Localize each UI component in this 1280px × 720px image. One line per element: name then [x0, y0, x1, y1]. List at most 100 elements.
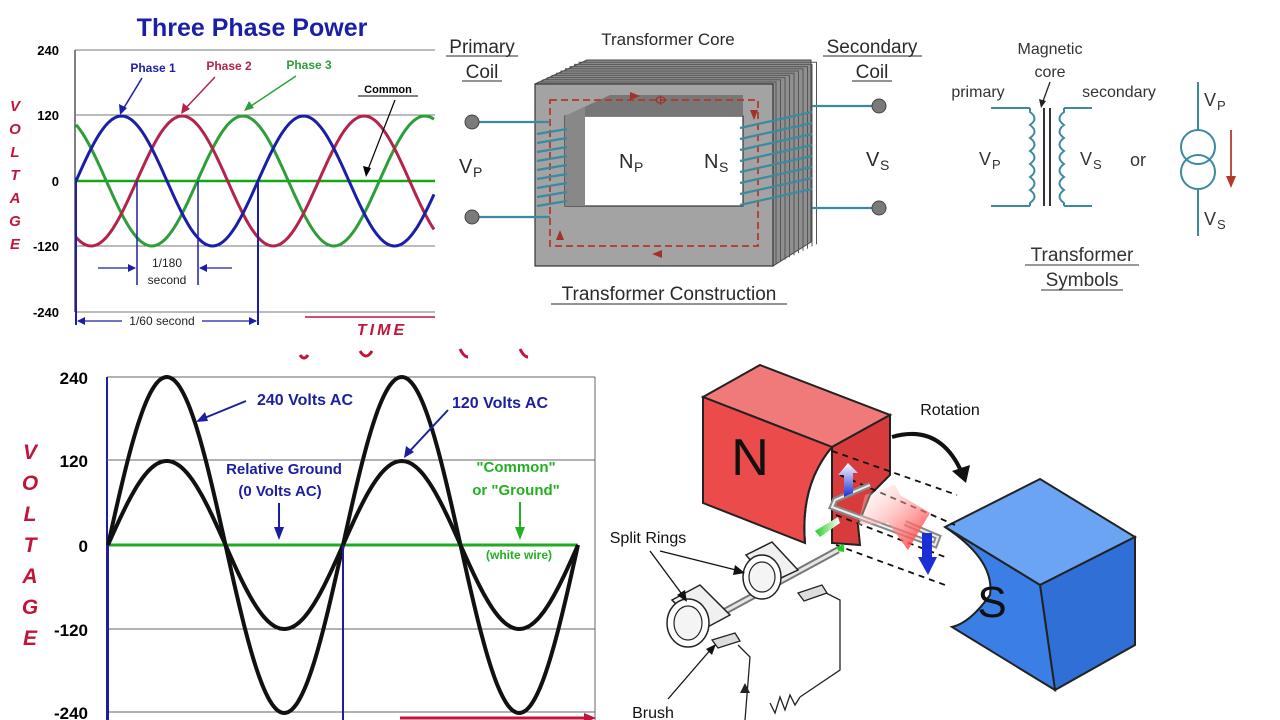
symbol-vs-sub: S — [1093, 157, 1102, 172]
transformer-symbols-caption-2: Symbols — [1046, 270, 1119, 291]
alt-vs-sub: S — [1217, 217, 1226, 232]
secondary-coil-label-1: Secondary — [827, 37, 918, 58]
circuit-wire-right — [799, 592, 841, 698]
vp-sub: P — [473, 164, 482, 180]
rotation-arrow — [891, 431, 964, 474]
secondary-winding-symbol — [1058, 108, 1066, 206]
split-phase-chart: 240 120 0 -120 -240 240 Volts AC 120 Vol… — [54, 348, 596, 720]
split-ylabel-letter: A — [22, 565, 38, 588]
secondary-label: secondary — [1082, 84, 1156, 101]
transformer-core-label: Transformer Core — [601, 30, 735, 49]
flux-symbol: Φ — [655, 92, 666, 108]
split-ylabel-letter: V — [22, 441, 37, 464]
transformer-core-laminations — [534, 59, 817, 267]
circuit-arrowhead — [740, 683, 750, 693]
secondary-winding-turn — [739, 165, 813, 185]
core-lamination — [569, 66, 808, 249]
secondary-terminal-top — [871, 98, 887, 114]
resistor — [769, 693, 801, 715]
split-rings-label: Split Rings — [610, 530, 686, 547]
phase-1-arrow — [121, 77, 143, 112]
alt-vs-label: V S — [1204, 209, 1226, 232]
symbol-vp-label: V P — [979, 149, 1001, 172]
secondary-winding-turn — [739, 110, 813, 130]
symbol-vp-sub: P — [992, 157, 1001, 172]
label-240-volts: 240 Volts AC — [257, 392, 353, 409]
vs-sub: S — [880, 157, 889, 173]
armature-loop-highlight — [830, 484, 940, 547]
phase-2-curve — [74, 114, 436, 248]
interval-60-left-arrowhead — [77, 317, 85, 325]
dc-generator-diagram: N S Rotation — [600, 345, 1280, 720]
core-lamination — [542, 79, 781, 262]
brush-pointer-head — [706, 644, 716, 655]
common-ground-label-1: "Common" — [476, 459, 555, 476]
split-ytick-240: 240 — [60, 369, 88, 388]
arrow-120-volts — [407, 409, 449, 454]
core-lamination — [574, 63, 813, 247]
vs-main: V — [866, 149, 880, 171]
secondary-winding-turn — [739, 176, 813, 196]
primary-winding-turn — [536, 190, 568, 199]
secondary-coil-label-2: Coil — [856, 62, 889, 83]
primary-winding-turn — [536, 145, 568, 154]
arrow-240-volts-head — [196, 412, 208, 422]
ns-label: N S — [704, 151, 728, 175]
three-phase-ylabel-letter: E — [9, 236, 20, 253]
split-rings-pointer-1-head — [733, 565, 745, 575]
three-phase-ylabel-letter: L — [10, 144, 20, 161]
red-force-arrow — [858, 485, 930, 550]
split-rings-pointer-2-head — [677, 590, 687, 602]
primary-terminal-bottom — [464, 209, 480, 225]
magnetic-field-lines — [831, 450, 958, 586]
primary-terminal-top — [464, 114, 480, 130]
brush-back — [796, 584, 828, 602]
secondary-coil-windings — [739, 110, 813, 207]
magnetic-core-pointer-head — [1039, 99, 1046, 108]
flux-arrow-right — [750, 110, 758, 120]
interval-180-label-1: 1/180 — [152, 256, 182, 270]
alt-vp-sub: P — [1217, 98, 1226, 113]
label-120-volts: 120 Volts AC — [452, 395, 548, 412]
split-rings-pointer-1 — [659, 550, 741, 572]
relative-ground-arrowhead — [274, 527, 284, 540]
primary-winding-turn — [536, 127, 568, 136]
primary-winding-symbol — [1028, 108, 1036, 206]
common-arrow — [366, 99, 396, 173]
flux-arrow-left — [556, 230, 564, 240]
blue-arrow-down — [918, 533, 937, 575]
three-phase-ylabel-letter: T — [10, 167, 20, 184]
phase-2-label: Phase 2 — [206, 59, 252, 73]
north-label: N — [731, 429, 769, 487]
split-ytick-0: 0 — [79, 537, 88, 556]
three-phase-ylabel-letter: O — [9, 121, 21, 138]
symbol-vs-label: V S — [1080, 149, 1102, 172]
three-phase-ytick-m240: -240 — [33, 305, 59, 320]
split-ylabel-letter: L — [23, 503, 37, 526]
cut-title-remnants — [298, 348, 529, 360]
phase-1-curve — [74, 114, 436, 248]
transformer-symbols-diagram: Magnetic core primary secondary V P V S … — [940, 0, 1280, 345]
transformer-construction-caption: Transformer Construction — [562, 284, 777, 305]
transformer-symbols: Magnetic core primary secondary V P V S … — [951, 41, 1236, 291]
alt-symbol-arrowhead — [1226, 176, 1236, 188]
split-ring-front — [666, 584, 732, 648]
three-phase-title: Three Phase Power — [137, 14, 368, 42]
secondary-winding-turn — [739, 143, 813, 163]
interval-180-right-arrowhead — [199, 264, 207, 272]
relative-ground-label-1: Relative Ground — [226, 461, 342, 478]
interval-180-left-arrowhead — [128, 264, 136, 272]
interval-60-right-arrowhead — [249, 317, 257, 325]
interval-60-label-bg — [122, 313, 202, 328]
split-ylabel-letter: O — [21, 472, 39, 495]
phase-3-label: Phase 3 — [286, 58, 332, 72]
three-phase-ylabel-letter: G — [9, 213, 21, 230]
flux-arrow-bottom — [652, 250, 662, 258]
primary-label: primary — [951, 84, 1004, 101]
core-lamination — [547, 77, 786, 260]
magnetic-core-label-2: core — [1034, 64, 1065, 81]
three-phase-ytick-0: 0 — [52, 174, 59, 189]
